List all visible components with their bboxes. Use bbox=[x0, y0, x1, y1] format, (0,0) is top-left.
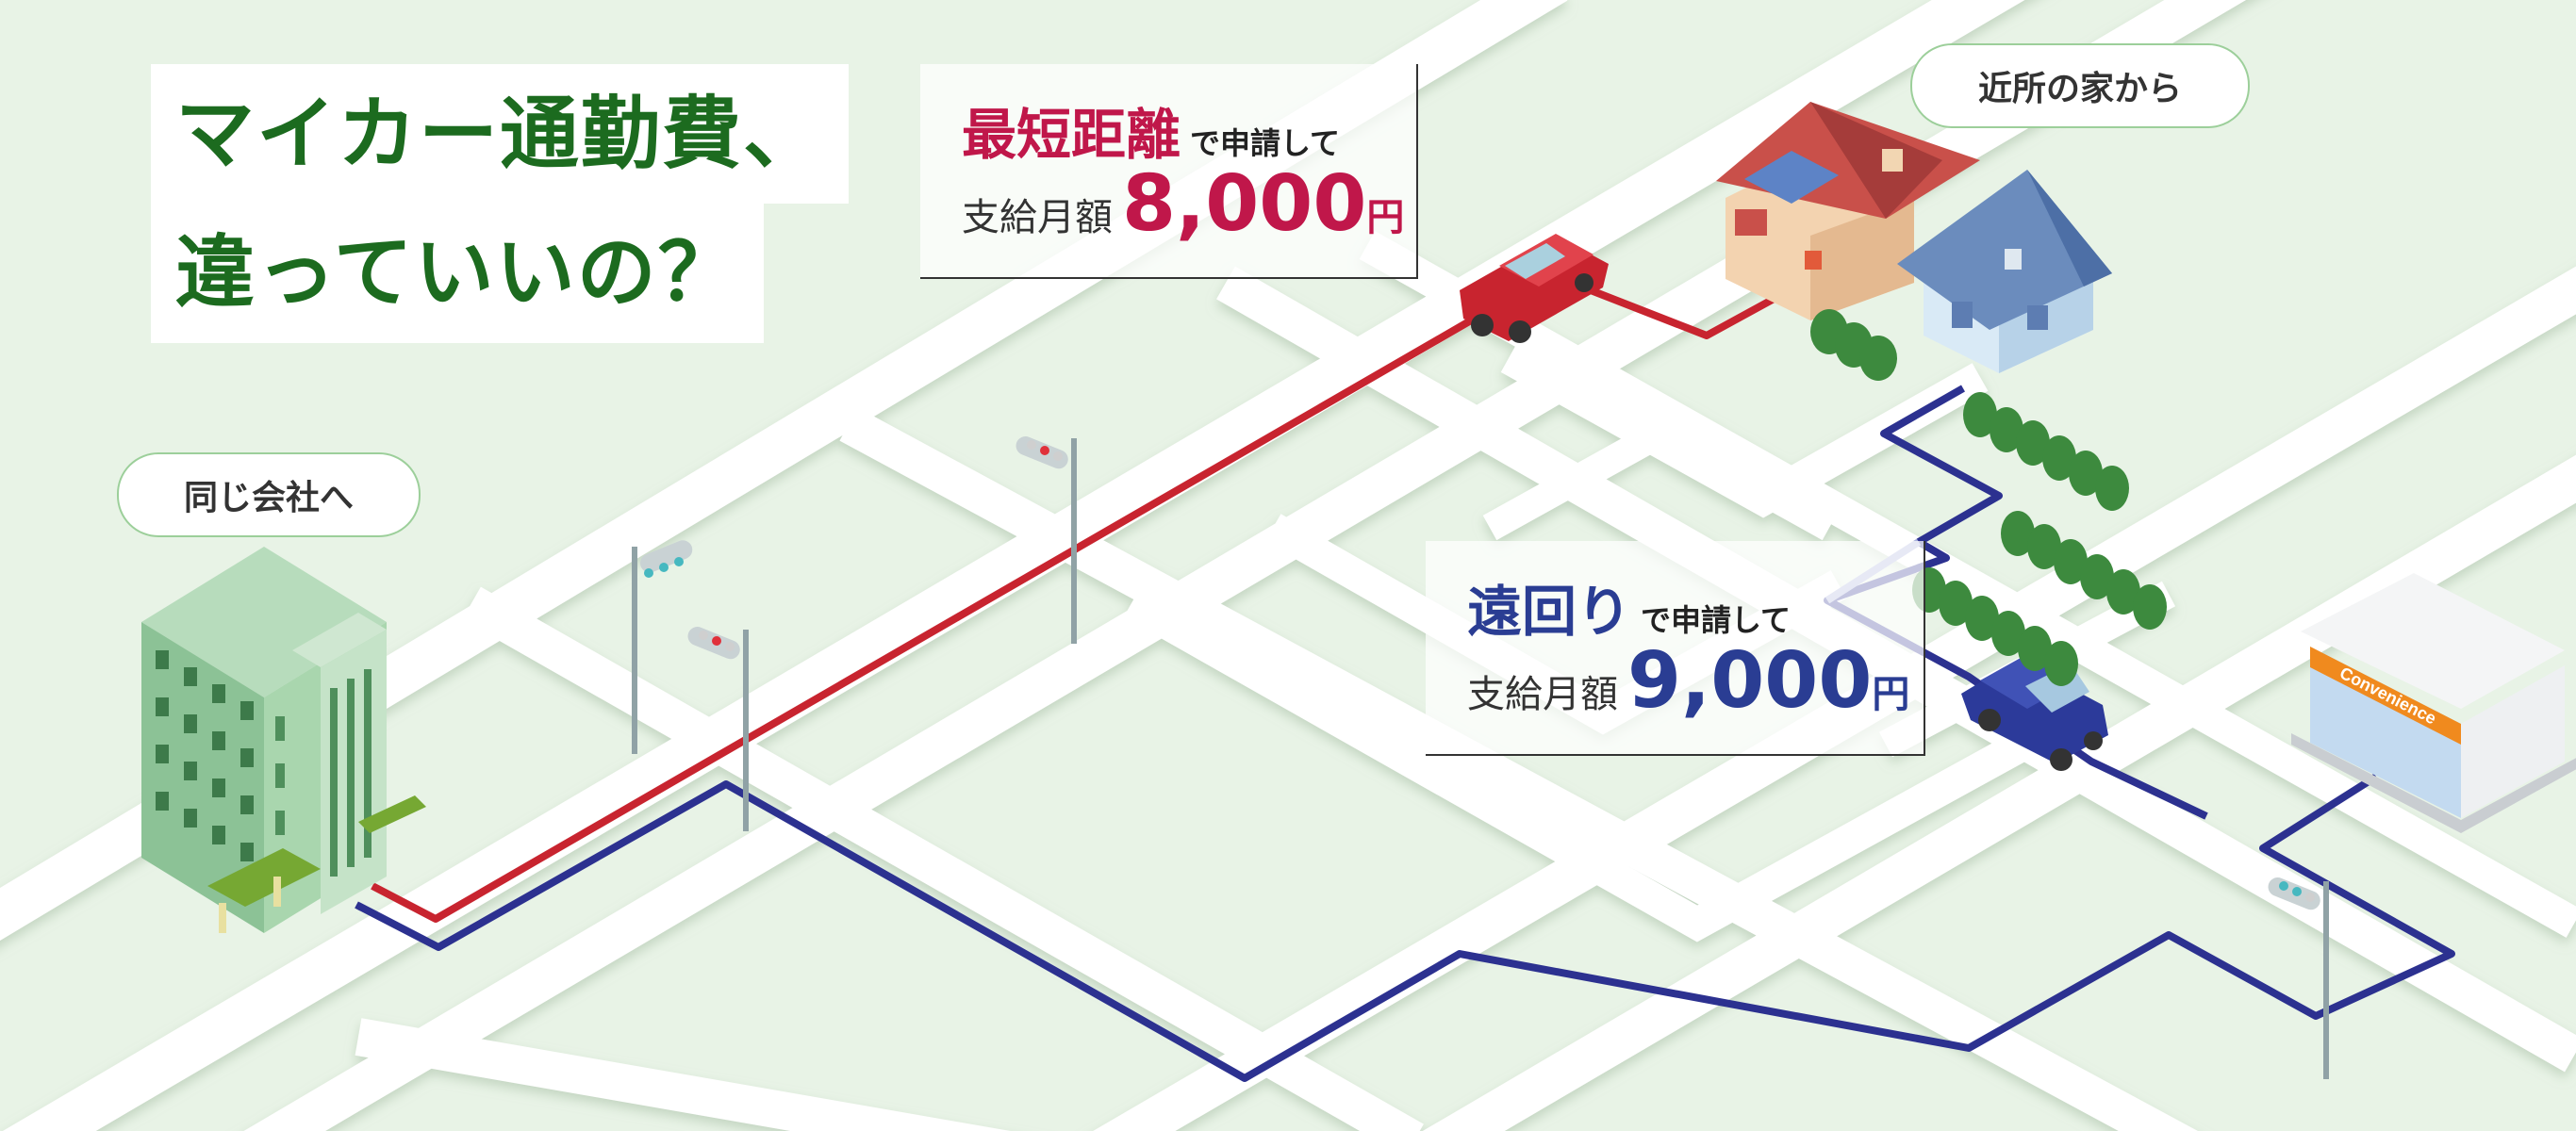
long-route-unit: 円 bbox=[1872, 673, 1910, 716]
office-building bbox=[141, 547, 426, 933]
short-route-allowance-label: 支給月額 bbox=[962, 196, 1113, 239]
long-route-amount: 9,000 bbox=[1627, 636, 1873, 726]
long-route-callout: 遠回り で申請して 支給月額 9,000 円 bbox=[1426, 541, 1925, 756]
long-route-name: 遠回り bbox=[1467, 580, 1632, 644]
house-blue-roof bbox=[1897, 170, 2112, 373]
house-red-roof bbox=[1716, 102, 1980, 320]
headline-line-1: マイカー通勤費、 bbox=[151, 64, 850, 204]
traffic-light-4 bbox=[2268, 877, 2329, 1079]
convenience-store: Convenience bbox=[2291, 573, 2576, 833]
home-location-label: 近所の家から bbox=[1910, 43, 2250, 128]
red-car bbox=[1460, 234, 1609, 343]
long-route-line bbox=[355, 773, 2455, 1082]
traffic-light-2 bbox=[687, 627, 749, 831]
short-route-suffix: で申請して bbox=[1190, 125, 1341, 161]
short-route-callout: 最短距離 で申請して 支給月額 8,000 円 bbox=[920, 64, 1418, 279]
short-route-amount: 8,000 bbox=[1122, 159, 1367, 249]
headline-line-2: 違っていいの？ bbox=[151, 202, 764, 343]
long-route-suffix: で申請して bbox=[1641, 602, 1792, 638]
company-location-label: 同じ会社へ bbox=[117, 452, 421, 537]
traffic-light-1 bbox=[632, 540, 693, 754]
long-route-allowance-label: 支給月額 bbox=[1467, 673, 1618, 716]
traffic-light-3 bbox=[1016, 436, 1077, 644]
short-route-unit: 円 bbox=[1366, 196, 1405, 239]
short-route-name: 最短距離 bbox=[962, 103, 1181, 167]
